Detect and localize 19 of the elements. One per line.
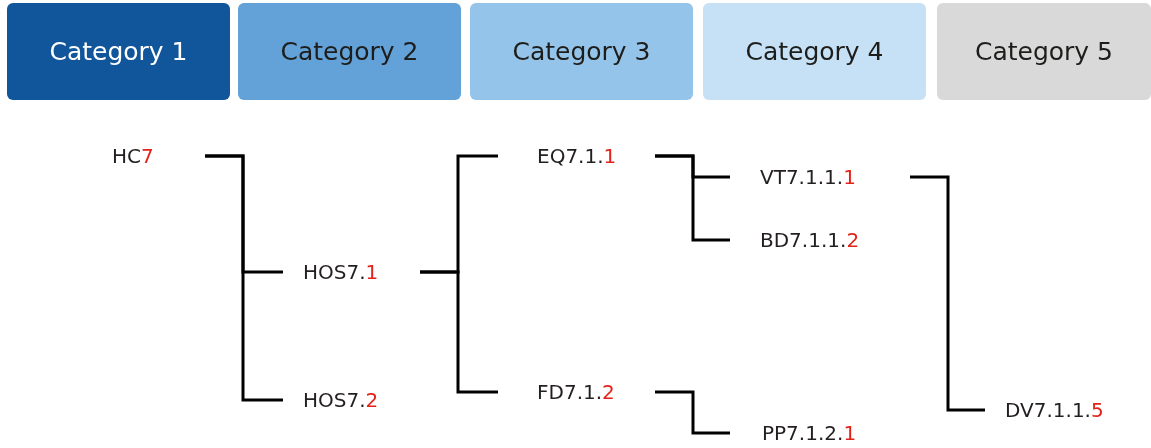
tree-label: EQ7.1.1: [498, 141, 655, 171]
tree-label: HOS7.1: [283, 257, 420, 287]
category-header: Category 4: [703, 3, 926, 100]
connector-line: [205, 154, 283, 402]
tree-label: HOS7.2: [283, 385, 420, 415]
connector-line: [910, 175, 985, 412]
tree-label: BD7.1.1.2: [730, 225, 900, 255]
category-header: Category 5: [937, 3, 1151, 100]
category-header: Category 3: [470, 3, 693, 100]
category-header: Category 1: [7, 3, 230, 100]
tree-label: FD7.1.2: [498, 377, 655, 407]
category-header: Category 2: [238, 3, 461, 100]
connector-line: [655, 154, 730, 242]
tree-label: VT7.1.1.1: [730, 162, 910, 192]
connector-line: [420, 270, 498, 394]
tree-label: HC7: [92, 141, 205, 171]
tree-label: DV7.1.1.5: [985, 395, 1140, 425]
tree-label: PP7.1.2.1: [730, 418, 900, 448]
connector-line: [655, 390, 730, 435]
